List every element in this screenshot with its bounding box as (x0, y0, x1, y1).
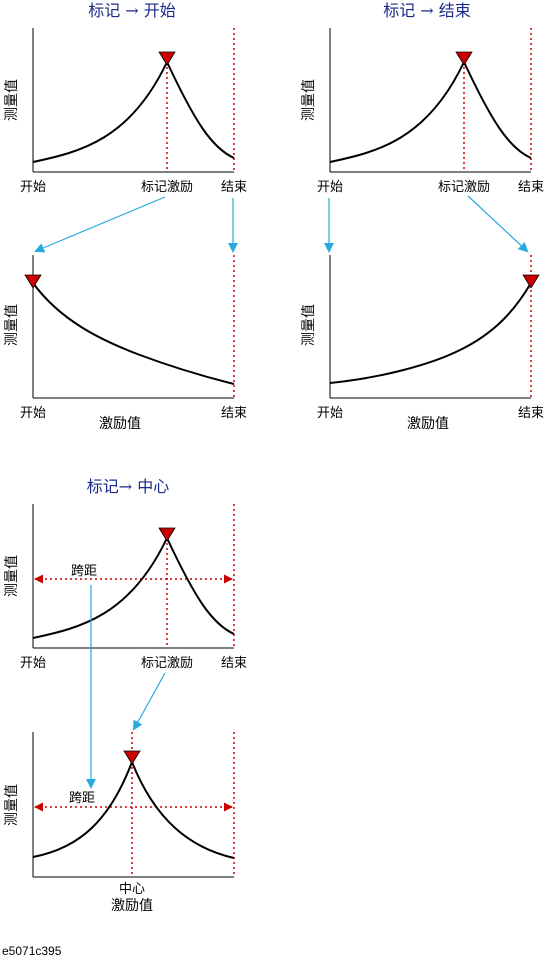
start-label: 开始 (20, 406, 46, 421)
trace-curve (329, 59, 532, 163)
y-axis-label: 测量值 (301, 304, 317, 346)
span-label: 跨距 (71, 564, 97, 579)
panel-marker-to-center: 标记→ 中心 测量值 跨距 开始 标记激励 结束 测量值 跨距 (4, 477, 247, 914)
stop-label: 结束 (221, 406, 247, 421)
span-label: 跨距 (69, 791, 95, 806)
marker-stimulus-label: 标记激励 (141, 180, 193, 195)
start-label: 开始 (317, 180, 343, 195)
marker-stimulus-label: 标记激励 (438, 180, 490, 195)
marker-triangle-icon (455, 51, 473, 66)
panel-marker-to-start: 标记 → 开始 测量值 开始 标记激励 结束 测量值 开始 结束 (4, 1, 247, 432)
y-axis-label: 测量值 (301, 79, 317, 121)
trace-curve (32, 759, 235, 859)
marker-triangle-icon (158, 51, 176, 66)
panel-start-top-graph: 测量值 开始 标记激励 结束 (4, 28, 247, 195)
start-label: 开始 (317, 406, 343, 421)
x-axis-label: 激励值 (99, 415, 141, 432)
y-axis-label: 测量值 (4, 304, 20, 346)
y-axis-label: 测量值 (4, 784, 20, 826)
center-label: 中心 (119, 882, 145, 897)
panel-center-title: 标记→ 中心 (87, 477, 170, 496)
stop-label: 结束 (518, 180, 544, 195)
marker-triangle-icon (24, 274, 42, 289)
marker-triangle-icon (158, 527, 176, 542)
y-axis-label: 测量值 (4, 555, 20, 597)
start-label: 开始 (20, 180, 46, 195)
stop-label: 结束 (221, 180, 247, 195)
marker-triangle-icon (123, 750, 141, 765)
x-axis-label: 激励值 (111, 897, 153, 914)
panel-center-top-graph: 测量值 跨距 开始 标记激励 结束 (4, 504, 247, 671)
trace-curve (32, 535, 235, 639)
x-axis-label: 激励值 (407, 415, 449, 432)
trace-curve (32, 282, 235, 385)
start-label: 开始 (20, 656, 46, 671)
panel-center-bottom-graph: 测量值 跨距 中心 激励值 (4, 732, 235, 914)
panel-start-title: 标记 → 开始 (88, 1, 176, 20)
panel-start-bottom-graph: 测量值 开始 结束 激励值 (4, 255, 247, 432)
stop-label: 结束 (221, 656, 247, 671)
figure-id: e5071c395 (2, 944, 62, 958)
trace-curve (329, 282, 532, 384)
blue-arrow-marker-to-stop (467, 195, 529, 253)
panel-stop-top-graph: 测量值 开始 标记激励 结束 (301, 28, 544, 195)
marker-stimulus-label: 标记激励 (141, 656, 193, 671)
blue-arrow-marker-to-start (34, 196, 166, 253)
panel-marker-to-stop: 标记 → 结束 测量值 开始 标记激励 结束 测量值 开始 结束 激励值 (301, 1, 544, 432)
panel-stop-bottom-graph: 测量值 开始 结束 激励值 (301, 255, 544, 432)
marker-triangle-icon (522, 274, 540, 289)
panel-stop-title: 标记 → 结束 (383, 1, 471, 20)
blue-arrow-marker-to-center (133, 672, 166, 731)
stop-label: 结束 (518, 406, 544, 421)
y-axis-label: 测量值 (4, 79, 20, 121)
trace-curve (32, 59, 235, 163)
